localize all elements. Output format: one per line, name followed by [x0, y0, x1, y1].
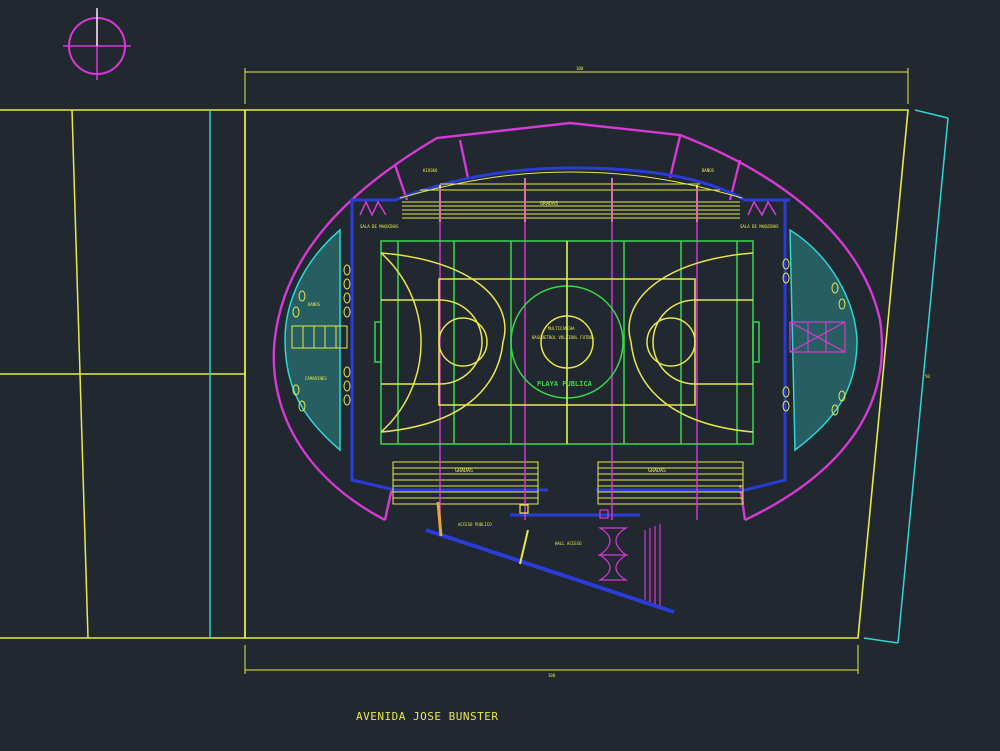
- kiosk-top-right-label: BAÑOS: [702, 168, 715, 173]
- stand-bottom-left: [392, 461, 539, 505]
- stadium-inner-walls: [350, 166, 790, 517]
- corner-stairs-right: [747, 200, 777, 217]
- dimension-right-label: 50: [925, 374, 930, 379]
- street-name-label: AVENIDA JOSE BUNSTER: [356, 710, 498, 723]
- structural-grid-lines: [439, 178, 698, 520]
- dimension-top-label: 100: [576, 66, 584, 71]
- entrance-area: [425, 501, 675, 614]
- access-label: ACCESO PUBLICO: [458, 522, 492, 527]
- room-top-right-label: SALA DE MAQUINAS: [740, 224, 779, 229]
- corner-stairs-left: [359, 200, 387, 217]
- left-locker-block: [284, 228, 351, 452]
- court-center-top-label: MULTICANCHA: [548, 326, 575, 331]
- court-center-bottom-label: BASQUETBOL VOLEIBOL FUTBOL: [532, 335, 595, 340]
- main-site-boundary: [244, 109, 909, 639]
- north-arrow-icon: [63, 8, 131, 80]
- stand-bottom-right-label: GRADAS: [648, 468, 666, 474]
- entrance-label: HALL ACCESO: [555, 541, 582, 546]
- stand-bottom-right: [597, 461, 744, 505]
- stand-bottom-left-label: GRADAS: [455, 468, 473, 474]
- dimension-bottom-label: 100: [548, 673, 556, 678]
- right-locker-block: [782, 228, 858, 452]
- room-left-lower-label: CAMARINES: [305, 376, 327, 381]
- room-left-upper-label: BAÑOS: [308, 302, 321, 307]
- court-yellow-lines: [380, 241, 754, 444]
- stand-top-label: GRADAS: [540, 201, 558, 207]
- street-band: [209, 109, 949, 644]
- stand-top-stairs: [439, 178, 698, 222]
- dimension-top: [244, 68, 909, 104]
- kiosk-top-left-label: KIOSKO: [423, 168, 438, 173]
- left-site-parcel: [0, 109, 246, 639]
- court-name-label: PLAYA PUBLICA: [537, 380, 593, 388]
- room-top-left-label: SALA DE MAQUINAS: [360, 224, 399, 229]
- stand-top: [399, 171, 743, 219]
- dimension-bottom: [244, 645, 859, 674]
